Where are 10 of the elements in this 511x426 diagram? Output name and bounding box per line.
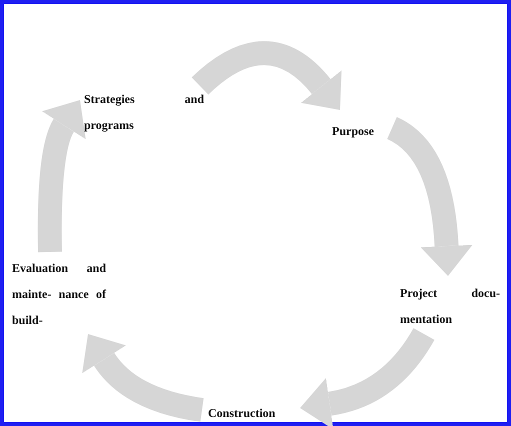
curved-arrow [386,117,472,276]
step-label: Strategies and programs [84,86,204,138]
curved-arrow [38,98,87,252]
curved-arrow [192,41,342,110]
step-label: Evaluation and mainte- nance of build- [12,255,106,333]
curved-arrow [82,334,204,422]
step-label: Purpose [332,118,390,144]
step-label: Project docu- mentation [400,280,500,332]
curved-arrow [300,328,434,426]
step-label: Construction [208,400,298,426]
